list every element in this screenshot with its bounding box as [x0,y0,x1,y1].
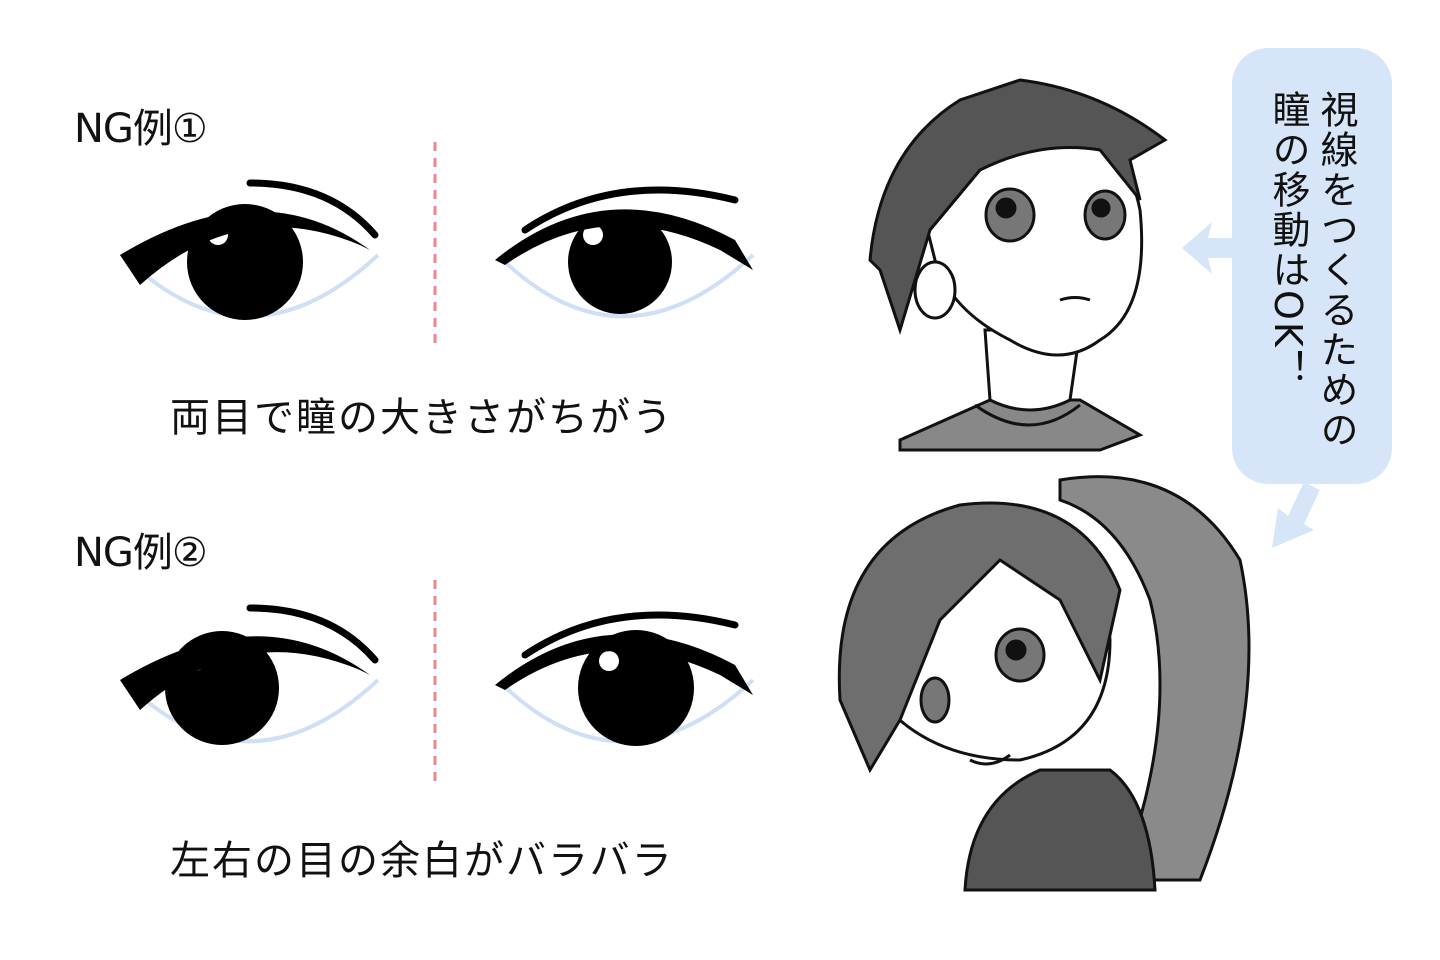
example-2-label: NG例② [74,530,208,576]
bubble-line-2: 瞳の移動はOK！ [1266,90,1310,389]
boy-character-illustration [868,78,1168,452]
arrow-left-icon [1182,222,1234,274]
speech-bubble: 視線をつくるための 瞳の移動はOK！ [1232,48,1392,484]
eye-2-right [495,611,755,746]
bubble-line-1: 視線をつくるための [1314,90,1358,450]
eye-2-left [120,604,380,745]
example-2-caption: 左右の目の余白がバラバラ [170,838,674,884]
eye-1-right [495,186,755,319]
arrow-down-left-icon [1272,482,1320,548]
girl-character-illustration [837,475,1251,892]
example-1-label: NG例① [74,106,208,152]
example-1-caption: 両目で瞳の大きさがちがう [170,395,674,441]
eye-1-left [120,179,380,320]
